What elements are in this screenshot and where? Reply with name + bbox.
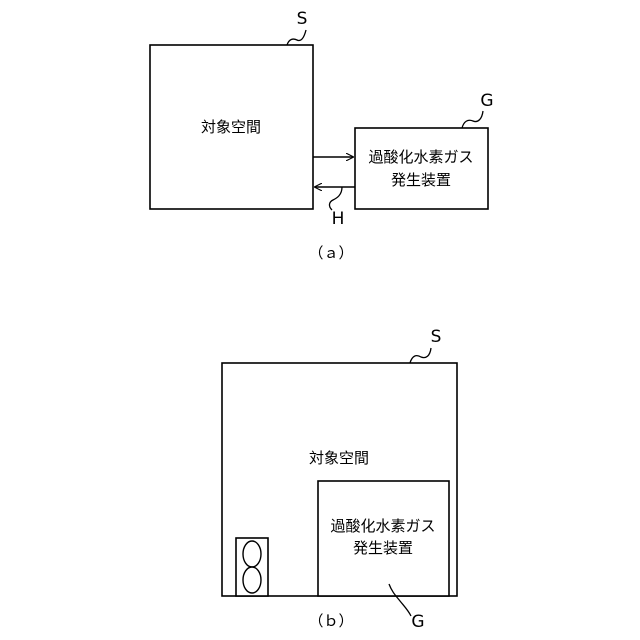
generator-label-line1-a: 過酸化水素ガス [368,148,473,166]
fan-unit-icon [236,538,268,596]
return-ref-leader-a [329,187,342,210]
generator-box-a [355,128,488,209]
generator-ref-label-b: G [411,612,424,632]
target-space-label-a: 対象空間 [201,118,261,136]
space-ref-label-a: S [297,9,308,29]
generator-ref-leader-a [462,111,483,128]
generator-label-line1-b: 過酸化水素ガス [330,517,435,535]
figure-caption-b: （ｂ） [308,612,353,630]
generator-label-line2-b: 発生装置 [353,539,413,557]
space-ref-leader-b [410,348,431,363]
fan-blade-lower [243,567,261,593]
figure-caption-a: （ａ） [308,244,353,262]
space-ref-leader-a [287,30,306,45]
figure-b: 対象空間 S 過酸化水素ガス 発生装置 G （ｂ） [222,327,457,632]
target-space-label-b: 対象空間 [309,449,369,467]
figure-a: 対象空間 S 過酸化水素ガス 発生装置 G H （ａ） [150,9,494,262]
fan-blade-upper [243,541,261,567]
return-ref-label-a: H [332,209,345,229]
generator-label-line2-a: 発生装置 [391,171,451,189]
space-ref-label-b: S [431,327,442,347]
generator-ref-label-a: G [480,91,493,111]
